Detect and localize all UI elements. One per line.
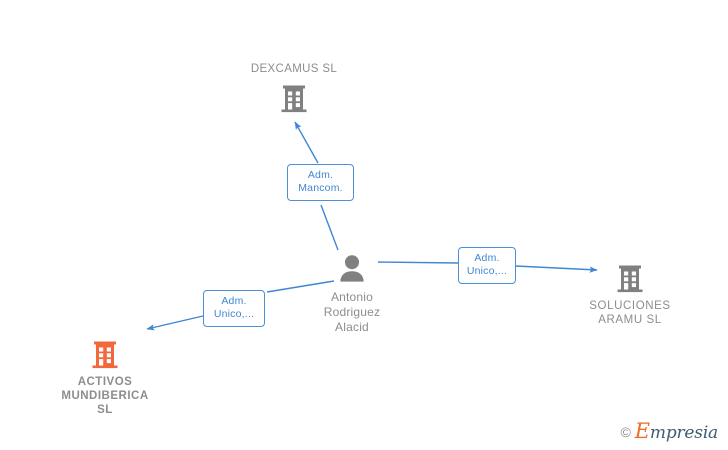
node-soluciones-label: SOLUCIONES ARAMU SL (589, 300, 671, 326)
edge-label-adm-mancom[interactable]: Adm. Mancom. (287, 164, 354, 201)
empresia-watermark: © Empresia (620, 421, 718, 442)
node-dexcamus[interactable]: DEXCAMUS SL (214, 62, 374, 115)
node-antonio-rodriguez-alacid[interactable]: Antonio Rodriguez Alacid (272, 252, 432, 335)
node-antonio-label: Antonio Rodriguez Alacid (323, 290, 381, 334)
brand-initial: E (634, 419, 650, 443)
node-soluciones-aramu[interactable]: SOLUCIONES ARAMU SL (550, 261, 710, 327)
edge-label-adm-unico-soluciones[interactable]: Adm. Unico,... (458, 247, 516, 284)
node-activos-mundiberica[interactable]: ACTIVOS MUNDIBERICA SL (25, 337, 185, 417)
building-icon (25, 337, 185, 371)
person-icon (272, 252, 432, 286)
building-icon (550, 261, 710, 295)
node-activos-label: ACTIVOS MUNDIBERICA SL (61, 376, 149, 416)
building-icon (214, 81, 374, 115)
brand-wordmark: Empresia (635, 421, 718, 442)
copyright-icon: © (620, 423, 631, 440)
brand-rest: mpresia (649, 423, 718, 443)
edge-label-adm-unico-activos[interactable]: Adm. Unico,... (203, 290, 265, 327)
node-dexcamus-label: DEXCAMUS SL (250, 63, 338, 75)
